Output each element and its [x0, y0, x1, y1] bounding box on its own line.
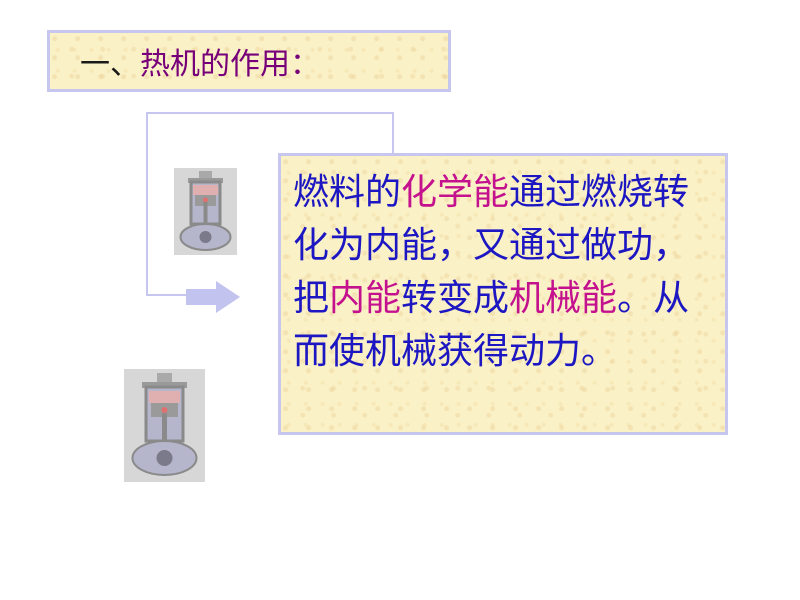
- section-title-text: 热机的作用：: [140, 47, 320, 82]
- highlight-internal-energy: 内能: [329, 278, 402, 319]
- explanation-box: 燃料的化学能通过燃烧转化为内能，又通过做功，把内能转变成机械能。从而使机械获得动…: [278, 153, 728, 435]
- right-arrow-icon: [186, 281, 240, 313]
- text-segment: 燃料的: [293, 172, 402, 213]
- text-segment: 转变成: [401, 278, 510, 319]
- engine-cylinder-icon: [124, 369, 205, 482]
- connector-line-bottom: [146, 294, 186, 296]
- section-title: 一、热机的作用：: [80, 39, 320, 83]
- text-segment: 通过燃烧转化为内能，又通过做功，把: [293, 172, 690, 319]
- explanation-text: 燃料的化学能通过燃烧转化为内能，又通过做功，把内能转变成机械能。从而使机械获得动…: [293, 166, 705, 378]
- text-segment: 。从而使机械获得动力。: [293, 278, 690, 372]
- section-number: 一、: [80, 47, 140, 82]
- highlight-mechanical-energy: 机械能: [509, 278, 618, 319]
- title-box: 一、热机的作用：: [47, 30, 451, 92]
- highlight-chemical-energy: 化学能: [401, 172, 510, 213]
- engine-cylinder-icon: [174, 168, 237, 255]
